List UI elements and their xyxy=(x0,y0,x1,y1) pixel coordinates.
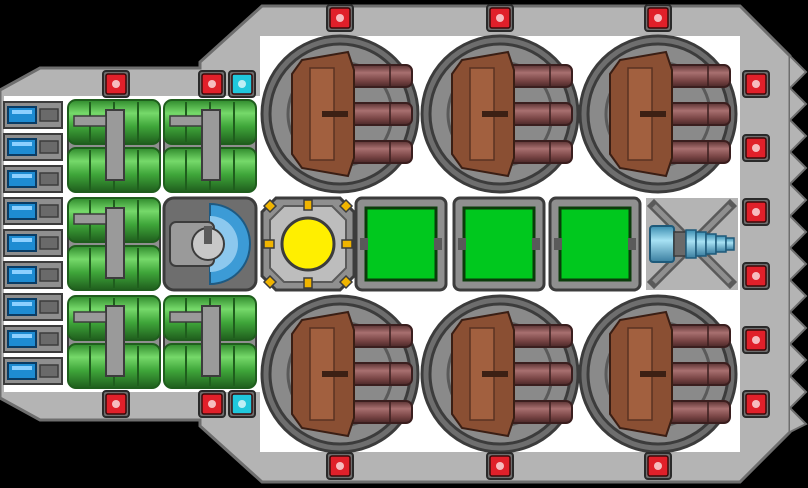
red-thruster-icon[interactable] xyxy=(198,390,226,418)
red-thruster-icon[interactable] xyxy=(102,390,130,418)
triple-cannon-turret-icon[interactable] xyxy=(260,294,420,454)
red-thruster-icon[interactable] xyxy=(486,452,514,480)
red-thruster-icon[interactable] xyxy=(102,70,130,98)
red-thruster-icon[interactable] xyxy=(198,70,226,98)
red-thruster-icon[interactable] xyxy=(326,4,354,32)
shield-generator-icon[interactable] xyxy=(162,196,258,292)
red-thruster-icon[interactable] xyxy=(742,198,770,226)
triple-cannon-turret-icon[interactable] xyxy=(578,294,738,454)
power-cell-icon[interactable] xyxy=(3,197,63,225)
cargo-bay-icon[interactable] xyxy=(548,196,642,292)
power-cell-icon[interactable] xyxy=(3,229,63,257)
fuel-tank-icon[interactable] xyxy=(163,295,257,389)
red-thruster-icon[interactable] xyxy=(644,452,672,480)
fuel-tank-bank xyxy=(67,99,257,389)
cyan-thruster-icon[interactable] xyxy=(228,390,256,418)
thruster-array xyxy=(102,4,770,480)
red-thruster-icon[interactable] xyxy=(742,70,770,98)
power-cell-icon[interactable] xyxy=(3,261,63,289)
cargo-bay-icon[interactable] xyxy=(452,196,546,292)
cargo-bay-icon[interactable] xyxy=(354,196,448,292)
cyan-thruster-icon[interactable] xyxy=(228,70,256,98)
fuel-tank-icon[interactable] xyxy=(67,197,161,291)
triple-cannon-turret-icon[interactable] xyxy=(420,34,580,194)
power-cell-icon[interactable] xyxy=(3,293,63,321)
red-thruster-icon[interactable] xyxy=(326,452,354,480)
red-thruster-icon[interactable] xyxy=(742,262,770,290)
red-thruster-icon[interactable] xyxy=(742,326,770,354)
power-cell-icon[interactable] xyxy=(3,165,63,193)
power-cell-icon[interactable] xyxy=(3,325,63,353)
fuel-tank-icon[interactable] xyxy=(67,99,161,193)
reactor-core-icon[interactable] xyxy=(260,196,356,292)
triple-cannon-turret-icon[interactable] xyxy=(260,34,420,194)
red-thruster-icon[interactable] xyxy=(644,4,672,32)
red-thruster-icon[interactable] xyxy=(742,134,770,162)
triple-cannon-turret-icon[interactable] xyxy=(420,294,580,454)
power-cell-icon[interactable] xyxy=(3,357,63,385)
power-cell-column xyxy=(3,101,63,385)
turret-array xyxy=(260,34,738,454)
fuel-tank-icon[interactable] xyxy=(163,99,257,193)
red-thruster-icon[interactable] xyxy=(742,390,770,418)
ion-engine-icon[interactable] xyxy=(646,198,738,290)
triple-cannon-turret-icon[interactable] xyxy=(578,34,738,194)
fuel-tank-icon[interactable] xyxy=(67,295,161,389)
red-thruster-icon[interactable] xyxy=(486,4,514,32)
power-cell-icon[interactable] xyxy=(3,133,63,161)
cargo-bay-row xyxy=(354,196,642,292)
power-cell-icon[interactable] xyxy=(3,101,63,129)
